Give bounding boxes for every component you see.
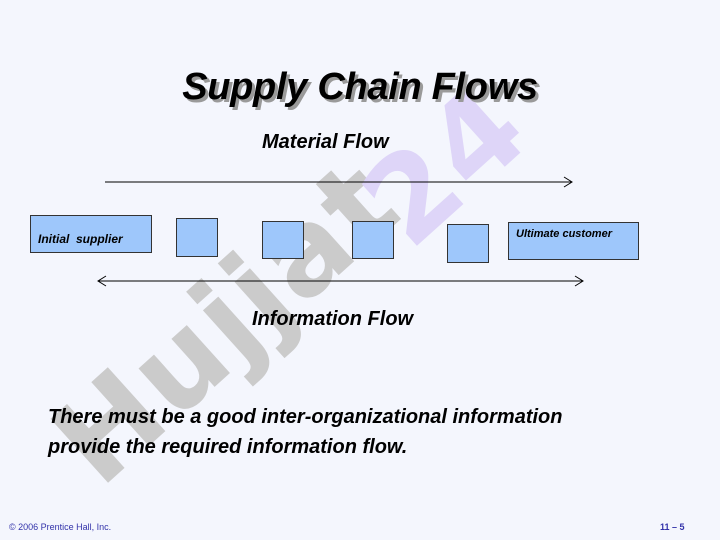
body-text: There must be a good inter-organizationa… bbox=[48, 402, 708, 462]
body-line-2: provide the required information flow. bbox=[48, 436, 408, 458]
slide-title: Supply Chain Flows bbox=[182, 66, 538, 108]
information-flow-arrow bbox=[97, 275, 584, 287]
ultimate-customer-box: Ultimate customer bbox=[508, 222, 639, 260]
information-flow-label: Information Flow bbox=[252, 308, 414, 330]
intermediate-box-1 bbox=[176, 218, 218, 257]
initial-supplier-box: Initial supplier bbox=[30, 215, 152, 253]
body-line-1: There must be a good inter-organizationa… bbox=[48, 406, 563, 428]
material-flow-label: Material Flow bbox=[262, 131, 389, 153]
material-flow-arrow bbox=[105, 176, 573, 188]
intermediate-box-2 bbox=[262, 221, 304, 259]
ultimate-customer-label: Ultimate customer bbox=[516, 228, 612, 240]
initial-supplier-label: Initial supplier bbox=[38, 232, 123, 246]
intermediate-box-3 bbox=[352, 221, 394, 259]
footer-copyright: © 2006 Prentice Hall, Inc. bbox=[9, 522, 112, 532]
footer-page-number: 11 – 5 bbox=[660, 522, 685, 532]
intermediate-box-4 bbox=[447, 224, 489, 263]
